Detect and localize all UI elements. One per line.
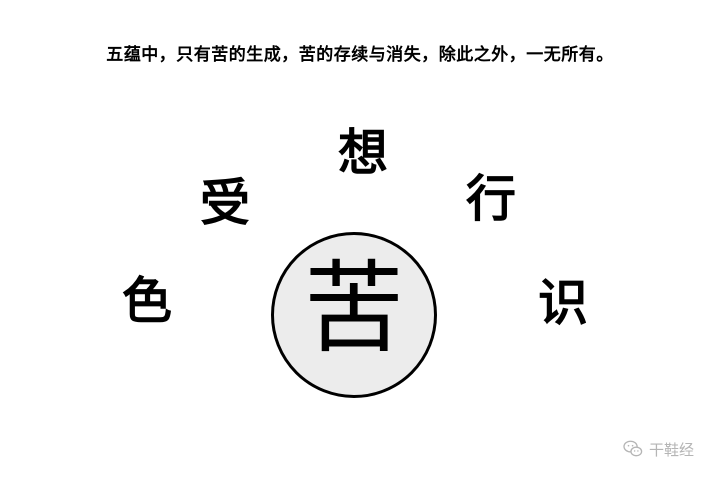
watermark: 干鞋经: [623, 438, 694, 460]
skandha-perception: 想: [338, 124, 388, 182]
center-suffering-char: 苦: [304, 250, 404, 367]
skandha-form: 色: [122, 272, 172, 330]
skandha-formations: 行: [466, 170, 516, 228]
skandha-consciousness: 识: [538, 274, 588, 332]
skandha-feeling: 受: [200, 174, 250, 232]
wechat-icon: [623, 440, 643, 457]
headline: 五蕴中，只有苦的生成，苦的存续与消失，除此之外，一无所有。: [106, 45, 614, 65]
center-circle: 苦: [271, 232, 437, 398]
watermark-text: 干鞋经: [648, 440, 694, 459]
